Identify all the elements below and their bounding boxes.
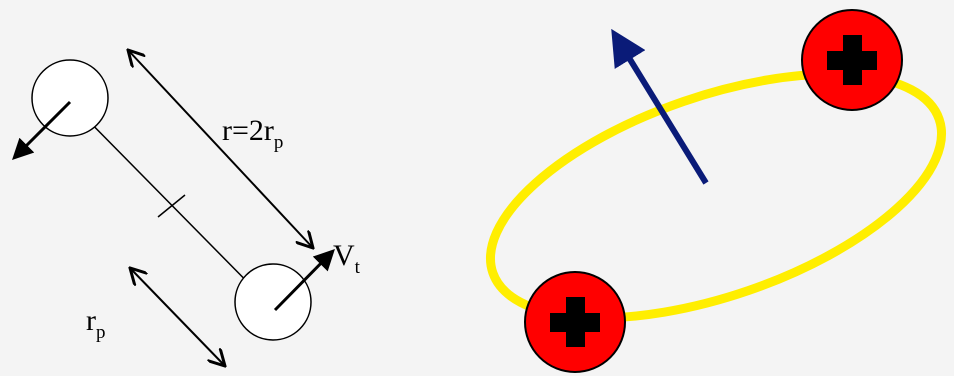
- velocity-label: Vt: [333, 239, 361, 278]
- radius-arrow: [130, 268, 225, 366]
- lower-particle: [234, 263, 312, 341]
- lower-velocity-arrow: [273, 249, 335, 312]
- orbit-ring: [485, 69, 947, 323]
- radius-label: rp: [86, 304, 106, 343]
- charge-top-right: [801, 9, 903, 111]
- plus-sign-icon: [827, 35, 877, 85]
- left-panel: r=2rp Vt rp: [12, 50, 361, 366]
- separation-label: r=2rp: [222, 114, 283, 153]
- upper-particle: [31, 59, 109, 137]
- angular-momentum-arrow: [611, 28, 709, 185]
- plus-sign-icon: [550, 297, 600, 347]
- upper-velocity-arrow: [12, 100, 72, 160]
- right-panel: [485, 9, 947, 373]
- separation-arrow: [128, 50, 313, 248]
- charge-bottom-left: [524, 271, 626, 373]
